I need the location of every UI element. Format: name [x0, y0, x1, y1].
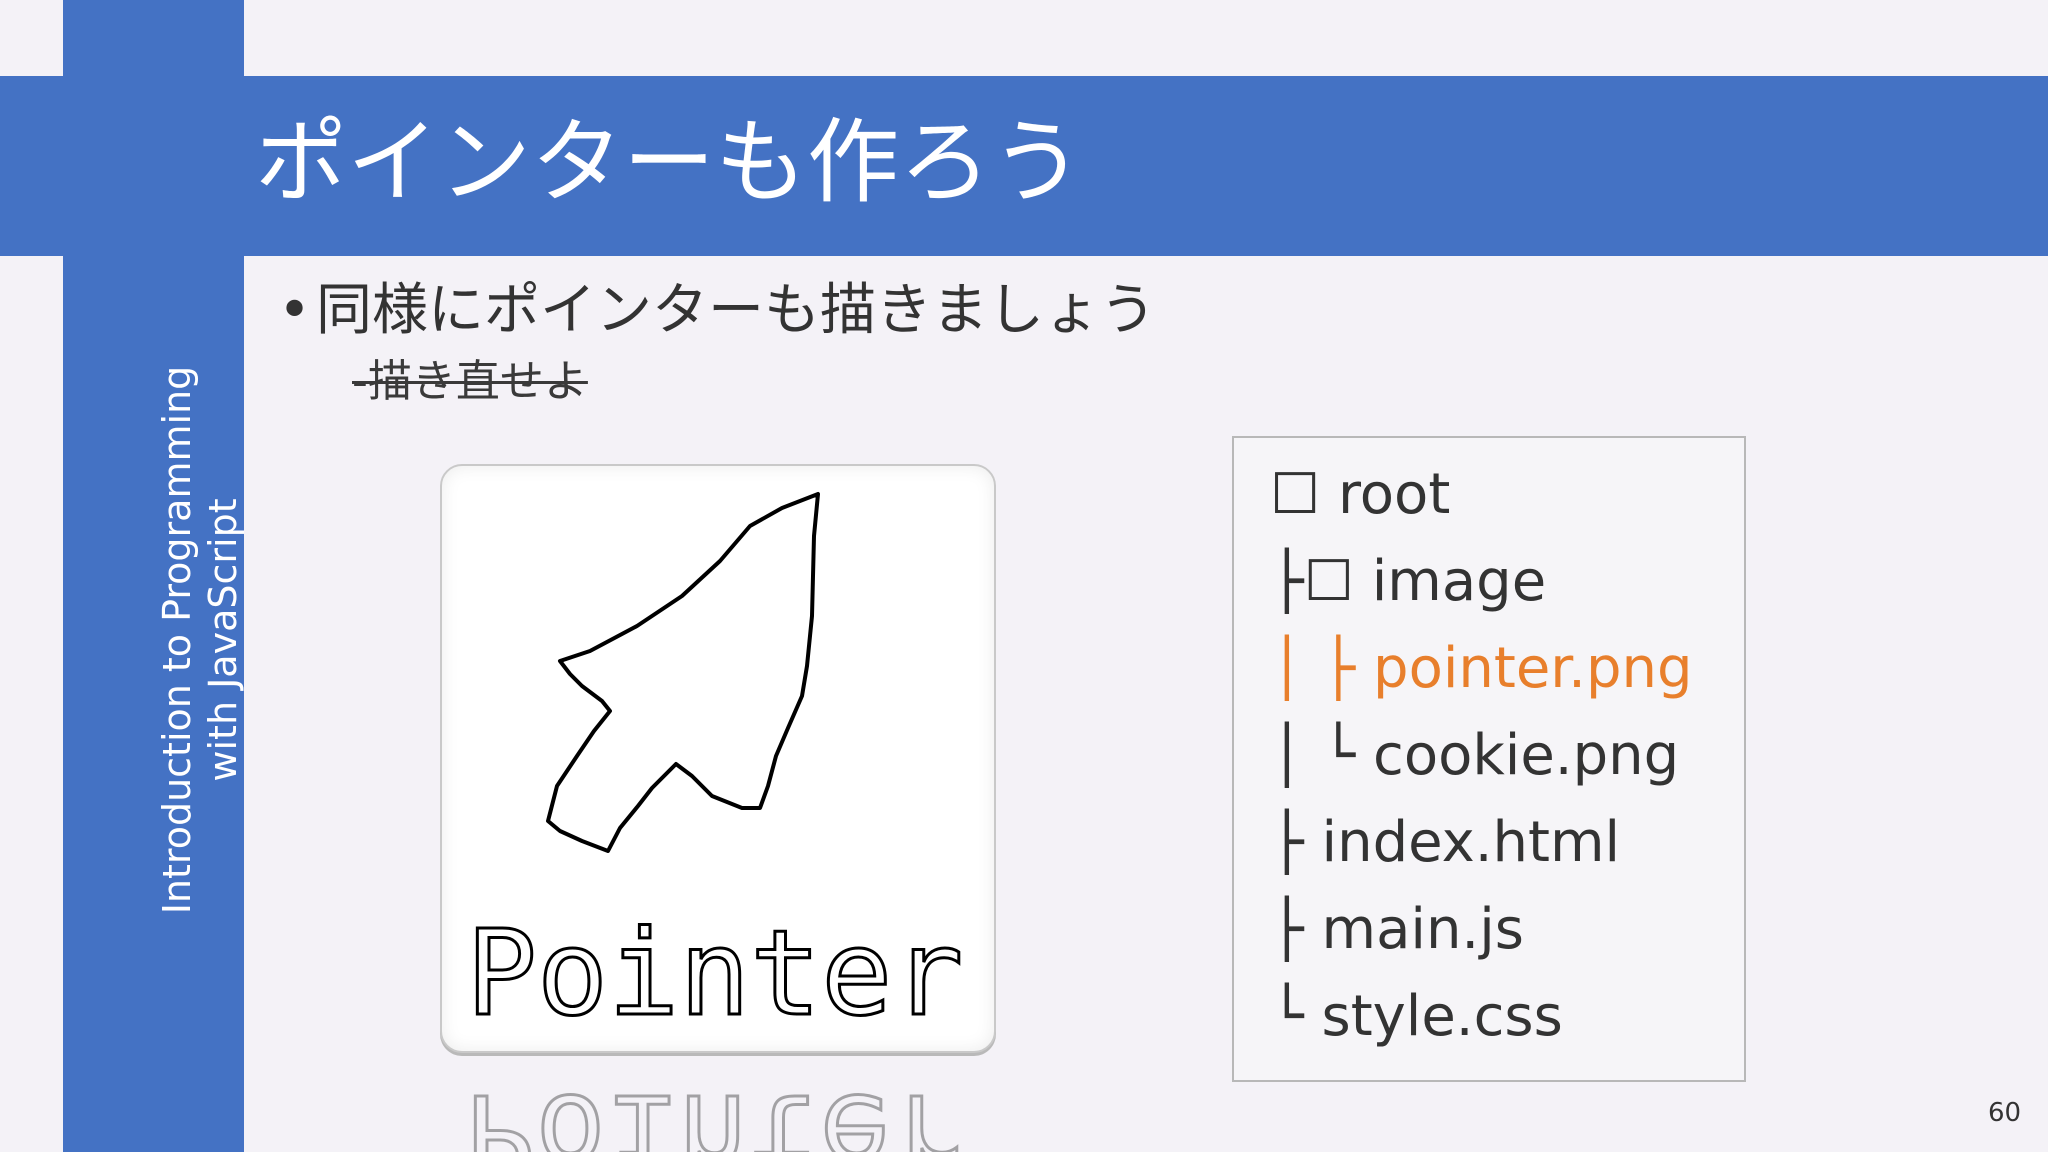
course-title: Introduction to Programming with JavaScr…: [154, 260, 246, 1020]
slide-title: ポインターも作ろう: [255, 109, 1084, 216]
tree-item-style-css: └ style.css: [1270, 984, 1563, 1049]
title-band: [0, 76, 2048, 256]
bullet-item: •同様にポインターも描きましょう: [278, 278, 1156, 344]
file-tree-box: ☐ root ├☐ image │ ├ pointer.png │ └ cook…: [1232, 436, 1746, 1082]
course-title-line1: Introduction to Programming: [155, 365, 199, 915]
tree-item-index-html: ├ index.html: [1270, 810, 1621, 875]
pointer-drawing-icon: Pointer: [465, 492, 965, 1044]
course-title-line2: with JavaScript: [201, 498, 245, 782]
page-number: 60: [1988, 1098, 2022, 1128]
tree-item-cookie-png: │ └ cookie.png: [1270, 723, 1680, 788]
pointer-image-card: Pointer: [440, 464, 996, 1053]
pointer-label: Pointer: [466, 904, 963, 1042]
svg-text:Pointer: Pointer: [464, 1068, 961, 1152]
tree-item-main-js: ├ main.js: [1270, 897, 1524, 962]
bullet-dot-icon: •: [278, 278, 312, 343]
tree-item-root: ☐ root: [1270, 462, 1451, 527]
bullet-text: 同様にポインターも描きましょう: [316, 278, 1156, 343]
sub-item-strikethrough: -描き直せよ: [352, 356, 588, 407]
pointer-image-reflection: Pointer: [440, 1058, 992, 1152]
tree-item-pointer-png: │ ├ pointer.png: [1270, 636, 1693, 701]
tree-item-image-folder: ├☐ image: [1270, 549, 1547, 614]
